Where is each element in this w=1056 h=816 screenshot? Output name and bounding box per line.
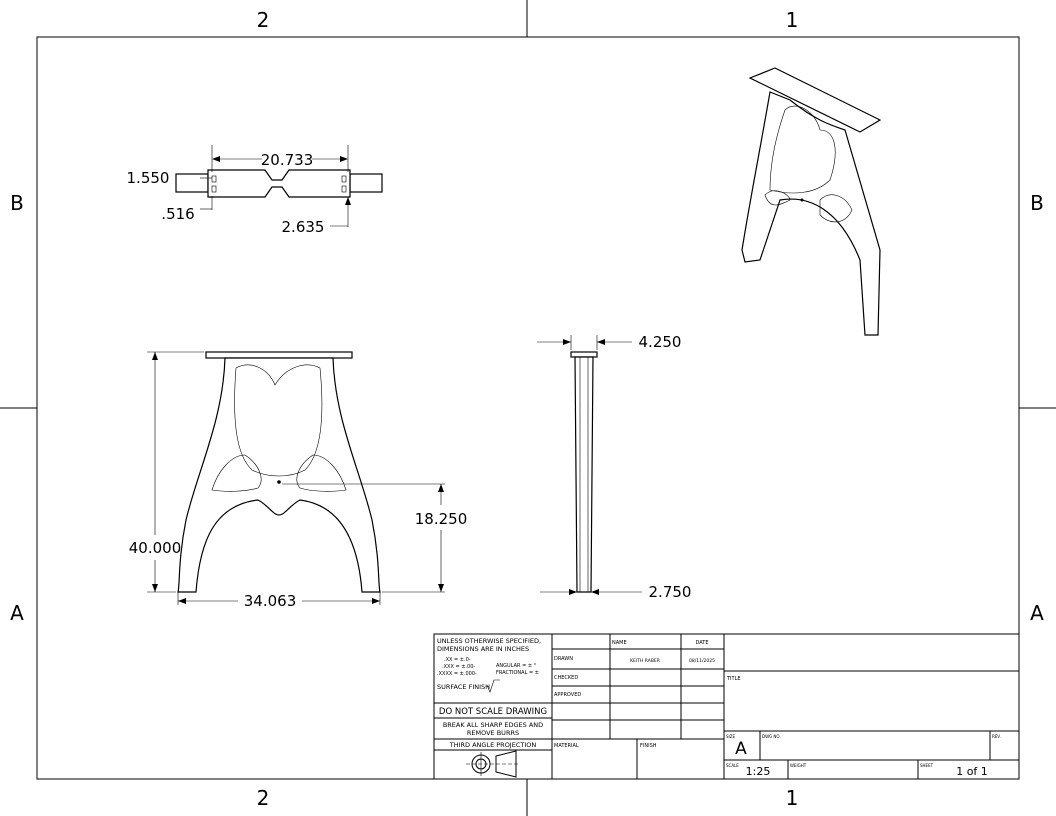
drawn-label: DRAWN	[554, 656, 573, 662]
scale-value: 1:25	[746, 765, 771, 778]
dwg-no-label: DWG NO.	[762, 734, 781, 739]
date-header: DATE	[695, 640, 708, 646]
zone-label: 2	[257, 786, 270, 810]
tolerance: .XXX = ±.00-	[442, 664, 475, 670]
projection-label: THIRD ANGLE PROJECTION	[449, 741, 537, 749]
dim-slot-offset: 1.550	[127, 169, 170, 187]
dim-cross-height: 18.250	[415, 510, 468, 528]
zone-label: 2	[257, 8, 270, 32]
top-view: 20.733 1.550 .516 2.635	[127, 145, 383, 236]
do-not-scale-note: DO NOT SCALE DRAWING	[439, 707, 547, 717]
dim-height: 40.000	[129, 539, 182, 557]
side-view: 4.250 2.750	[537, 333, 691, 601]
checked-label: CHECKED	[554, 675, 578, 681]
sheet-label: SHEET	[920, 763, 934, 768]
approved-label: APPROVED	[554, 692, 581, 698]
dim-top-length: 20.733	[261, 151, 314, 169]
finish-label: FINISH	[640, 743, 657, 749]
size-label: SIZE	[726, 734, 735, 739]
tolerance-note: UNLESS OTHERWISE SPECIFIED,	[437, 637, 541, 645]
surface-finish-label: SURFACE FINISH	[437, 683, 490, 691]
surface-finish-icon	[486, 679, 500, 693]
drawn-date: 08/11/2025	[689, 658, 715, 664]
zone-label: 1	[786, 786, 799, 810]
title-block: UNLESS OTHERWISE SPECIFIED, DIMENSIONS A…	[433, 633, 1020, 780]
name-header: NAME	[612, 640, 627, 646]
front-view: 40.000 18.250 34.063	[129, 351, 468, 610]
dim-slot-width: .516	[161, 205, 194, 223]
weight-label: WEIGHT	[790, 763, 807, 768]
break-edges-note: BREAK ALL SHARP EDGES AND	[443, 721, 543, 729]
dim-bottom-width: 2.750	[649, 583, 692, 601]
tolerance-note: DIMENSIONS ARE IN INCHES	[437, 645, 529, 653]
zone-label: 1	[786, 8, 799, 32]
third-angle-projection-icon	[466, 750, 518, 778]
sheet-value: 1 of 1	[956, 765, 988, 778]
rev-label: REV.	[992, 734, 1001, 739]
isometric-view	[741, 67, 882, 336]
dim-depth: 2.635	[282, 218, 325, 236]
scale-label: SCALE	[726, 763, 739, 768]
title-label: TITLE	[726, 676, 741, 682]
fractional-tolerance: FRACTIONAL = ±	[496, 670, 539, 676]
drawn-name: KEITH RABER	[630, 658, 660, 664]
angular-tolerance: ANGULAR = ± °	[496, 663, 537, 669]
zone-label: B	[10, 191, 24, 215]
zone-label: A	[1030, 601, 1044, 625]
tolerance: .XX = ±.0-	[444, 657, 471, 663]
size-value: A	[735, 739, 747, 759]
zone-label: B	[1030, 191, 1044, 215]
dim-top-width: 4.250	[639, 333, 682, 351]
material-label: MATERIAL	[554, 743, 579, 749]
dim-foot-span: 34.063	[244, 592, 297, 610]
zone-label: A	[10, 601, 24, 625]
tolerance: .XXXX = ±.000-	[437, 671, 477, 677]
break-edges-note: REMOVE BURRS	[467, 729, 519, 737]
